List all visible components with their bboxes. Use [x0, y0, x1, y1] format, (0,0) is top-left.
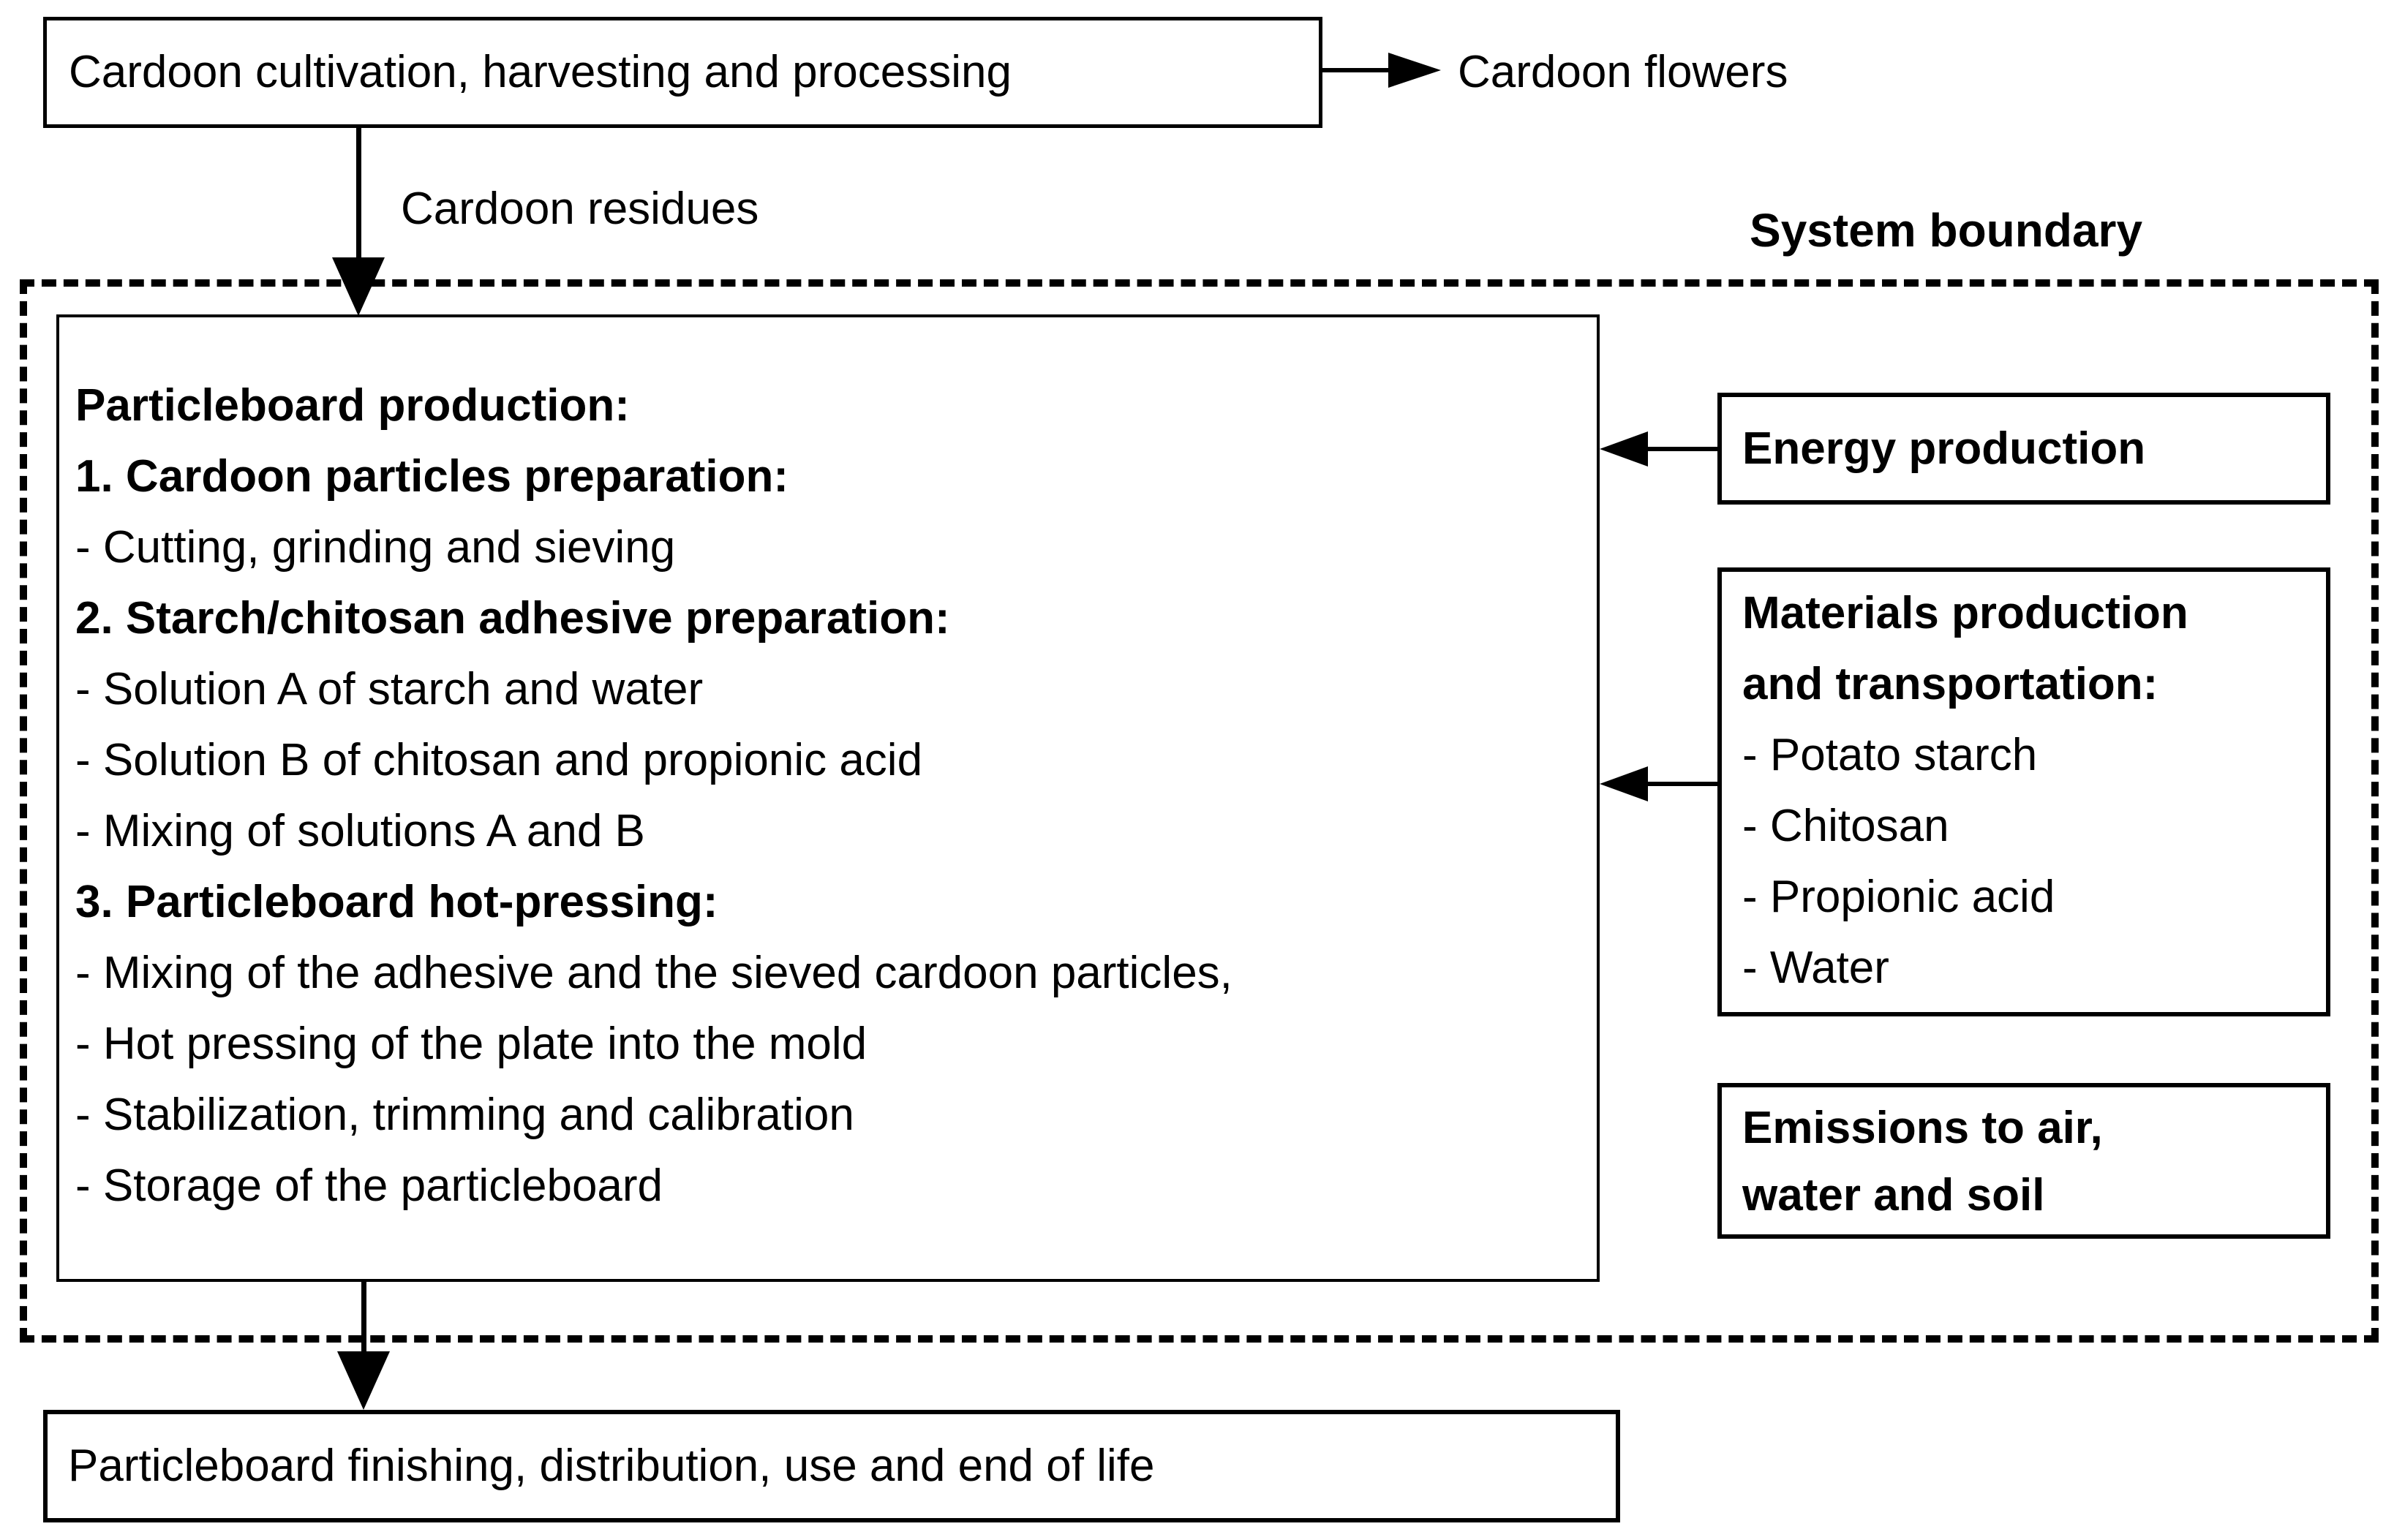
materials-title: and transportation: — [1742, 659, 2158, 709]
arrowhead-left-icon — [1600, 766, 1648, 801]
energy-arrow-line — [1648, 447, 1719, 451]
production-step: 3. Particleboard hot-pressing: — [75, 877, 718, 927]
production-substep: - Mixing of solutions A and B — [75, 806, 645, 856]
finishing-label: Particleboard finishing, distribution, u… — [68, 1441, 1155, 1492]
production-substep: - Stabilization, trimming and calibratio… — [75, 1090, 854, 1140]
materials-title: Materials production — [1742, 588, 2188, 638]
materials-item: - Propionic acid — [1742, 872, 2055, 922]
materials-arrow-line — [1648, 782, 1719, 786]
materials-item: - Water — [1742, 943, 1889, 993]
production-substep: - Cutting, grinding and sieving — [75, 522, 676, 573]
finishing-box: Particleboard finishing, distribution, u… — [43, 1410, 1620, 1522]
production-substep: - Solution B of chitosan and propionic a… — [75, 735, 923, 785]
production-substep: - Mixing of the adhesive and the sieved … — [75, 948, 1232, 998]
production-step: 1. Cardoon particles preparation: — [75, 451, 788, 502]
flowers-arrow-line — [1322, 68, 1392, 72]
arrowhead-down-icon — [332, 257, 385, 316]
energy-box: Energy production — [1717, 393, 2330, 505]
residues-label: Cardoon residues — [401, 184, 759, 234]
materials-item: - Chitosan — [1742, 801, 1949, 851]
materials-item: - Potato starch — [1742, 730, 2038, 780]
arrowhead-left-icon — [1600, 431, 1648, 467]
energy-label: Energy production — [1742, 423, 2146, 474]
arrowhead-right-icon — [1388, 53, 1441, 88]
production-step: 2. Starch/chitosan adhesive preparation: — [75, 593, 950, 643]
production-title: Particleboard production: — [75, 380, 630, 431]
cultivation-box: Cardoon cultivation, harvesting and proc… — [43, 17, 1322, 128]
emissions-line: Emissions to air, — [1742, 1103, 2103, 1153]
system-boundary-border — [20, 279, 2379, 1343]
arrowhead-down-icon — [337, 1351, 390, 1410]
flowers-label-wrap: Cardoon flowers — [1458, 17, 1788, 128]
finishing-arrow-line — [361, 1282, 366, 1356]
residues-arrow-line — [356, 128, 361, 260]
system-boundary-label: System boundary — [1750, 204, 2143, 257]
production-box: Particleboard production: 1. Cardoon par… — [56, 314, 1600, 1282]
production-substep: - Storage of the particleboard — [75, 1160, 663, 1211]
cultivation-label: Cardoon cultivation, harvesting and proc… — [69, 47, 1012, 98]
flowers-label: Cardoon flowers — [1458, 47, 1788, 98]
production-substep: - Solution A of starch and water — [75, 664, 704, 714]
materials-box: Materials production and transportation:… — [1717, 567, 2330, 1016]
emissions-line: water and soil — [1742, 1170, 2045, 1220]
emissions-box: Emissions to air, water and soil — [1717, 1083, 2330, 1239]
production-substep: - Hot pressing of the plate into the mol… — [75, 1019, 867, 1069]
